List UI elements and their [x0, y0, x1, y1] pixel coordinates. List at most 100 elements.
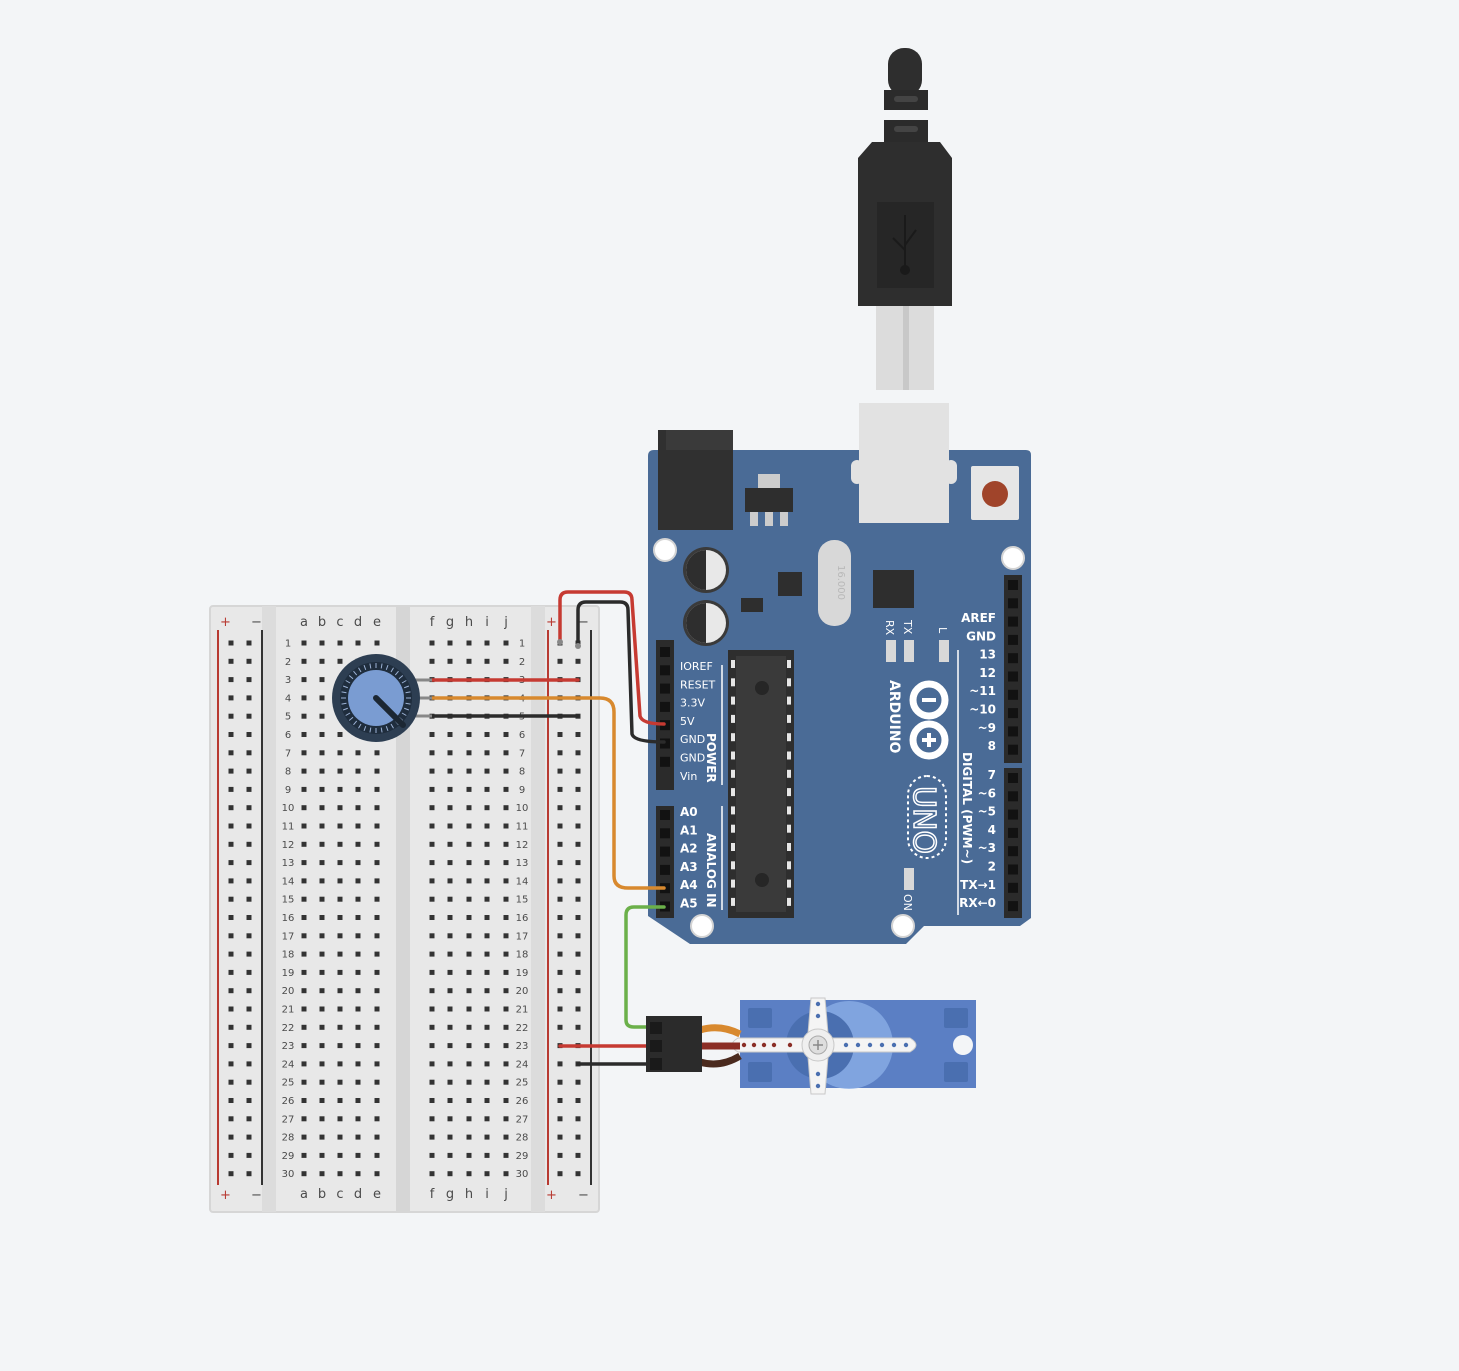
rail-hole[interactable] [575, 969, 581, 975]
breadboard-hole[interactable] [429, 823, 435, 829]
breadboard-hole[interactable] [484, 933, 490, 939]
breadboard-hole[interactable] [429, 1171, 435, 1177]
header-socket[interactable] [1008, 864, 1018, 875]
breadboard-hole[interactable] [429, 658, 435, 664]
breadboard-hole[interactable] [466, 823, 472, 829]
rail-hole[interactable] [557, 732, 563, 737]
rail-hole[interactable] [246, 1098, 252, 1103]
breadboard-hole[interactable] [301, 896, 307, 902]
breadboard-hole[interactable] [429, 1079, 435, 1085]
breadboard-hole[interactable] [319, 695, 325, 701]
breadboard-hole[interactable] [447, 951, 453, 957]
rail-hole[interactable] [228, 969, 234, 975]
breadboard-hole[interactable] [466, 1043, 472, 1049]
breadboard-hole[interactable] [429, 1152, 435, 1158]
breadboard-hole[interactable] [337, 1006, 343, 1012]
rail-hole[interactable] [246, 1079, 252, 1085]
breadboard-hole[interactable] [429, 896, 435, 902]
breadboard-hole[interactable] [503, 732, 509, 737]
breadboard-hole[interactable] [319, 1134, 325, 1140]
rail-hole[interactable] [246, 988, 252, 994]
rail-hole[interactable] [557, 933, 563, 939]
header-socket[interactable] [660, 701, 670, 712]
rail-hole[interactable] [228, 1043, 234, 1049]
header-socket[interactable] [1008, 671, 1018, 682]
breadboard-hole[interactable] [337, 1079, 343, 1085]
breadboard-hole[interactable] [374, 805, 380, 811]
breadboard-hole[interactable] [466, 915, 472, 920]
header-socket[interactable] [1008, 809, 1018, 820]
breadboard-hole[interactable] [466, 1152, 472, 1158]
rail-hole[interactable] [246, 732, 252, 737]
breadboard-hole[interactable] [355, 640, 361, 646]
rail-hole[interactable] [246, 658, 252, 664]
breadboard-hole[interactable] [503, 915, 509, 920]
breadboard-hole[interactable] [301, 805, 307, 811]
breadboard-hole[interactable] [374, 841, 380, 847]
breadboard-hole[interactable] [319, 1006, 325, 1012]
header-socket[interactable] [1008, 653, 1018, 664]
breadboard-hole[interactable] [355, 860, 361, 866]
breadboard-hole[interactable] [301, 786, 307, 792]
rail-hole[interactable] [557, 1006, 563, 1012]
breadboard-hole[interactable] [301, 1134, 307, 1140]
breadboard-hole[interactable] [429, 933, 435, 939]
header-socket[interactable] [1008, 708, 1018, 719]
breadboard-hole[interactable] [503, 988, 509, 994]
breadboard-hole[interactable] [355, 1171, 361, 1177]
breadboard-hole[interactable] [301, 933, 307, 939]
breadboard-hole[interactable] [337, 1024, 343, 1030]
breadboard-hole[interactable] [355, 1116, 361, 1122]
breadboard-hole[interactable] [503, 1134, 509, 1140]
breadboard-hole[interactable] [447, 1079, 453, 1085]
header-socket[interactable] [1008, 827, 1018, 838]
breadboard-hole[interactable] [319, 1043, 325, 1049]
breadboard-hole[interactable] [484, 768, 490, 774]
usb-cable[interactable] [858, 48, 952, 390]
header-socket[interactable] [1008, 901, 1018, 912]
rail-hole[interactable] [228, 878, 234, 884]
breadboard-hole[interactable] [374, 915, 380, 920]
breadboard-hole[interactable] [503, 860, 509, 866]
rail-hole[interactable] [575, 786, 581, 792]
breadboard-hole[interactable] [319, 1061, 325, 1067]
breadboard-hole[interactable] [319, 713, 325, 719]
breadboard-hole[interactable] [355, 988, 361, 994]
rail-hole[interactable] [228, 695, 234, 701]
breadboard-hole[interactable] [319, 1098, 325, 1103]
breadboard-hole[interactable] [337, 805, 343, 811]
breadboard-hole[interactable] [319, 768, 325, 774]
rail-hole[interactable] [575, 823, 581, 829]
rail-hole[interactable] [228, 1098, 234, 1103]
breadboard-hole[interactable] [503, 1171, 509, 1177]
rail-hole[interactable] [575, 988, 581, 994]
breadboard-hole[interactable] [447, 1116, 453, 1122]
breadboard-hole[interactable] [447, 988, 453, 994]
breadboard-hole[interactable] [447, 896, 453, 902]
breadboard-hole[interactable] [355, 1134, 361, 1140]
breadboard-hole[interactable] [484, 1171, 490, 1177]
breadboard-hole[interactable] [337, 1116, 343, 1122]
breadboard-hole[interactable] [374, 969, 380, 975]
rail-hole[interactable] [228, 750, 234, 756]
breadboard-hole[interactable] [374, 933, 380, 939]
breadboard-hole[interactable] [337, 750, 343, 756]
header-socket[interactable] [660, 846, 670, 857]
breadboard-hole[interactable] [484, 1043, 490, 1049]
breadboard-hole[interactable] [429, 805, 435, 811]
breadboard-hole[interactable] [319, 1079, 325, 1085]
rail-hole[interactable] [228, 823, 234, 829]
breadboard-hole[interactable] [429, 1061, 435, 1067]
rail-hole[interactable] [575, 951, 581, 957]
rail-hole[interactable] [557, 988, 563, 994]
breadboard-hole[interactable] [374, 823, 380, 829]
breadboard-hole[interactable] [484, 732, 490, 737]
header-socket[interactable] [1008, 634, 1018, 645]
breadboard-hole[interactable] [484, 1116, 490, 1122]
rail-hole[interactable] [575, 805, 581, 811]
rail-hole[interactable] [228, 841, 234, 847]
breadboard-hole[interactable] [503, 1061, 509, 1067]
breadboard-hole[interactable] [503, 658, 509, 664]
breadboard-hole[interactable] [484, 860, 490, 866]
rail-hole[interactable] [228, 713, 234, 719]
